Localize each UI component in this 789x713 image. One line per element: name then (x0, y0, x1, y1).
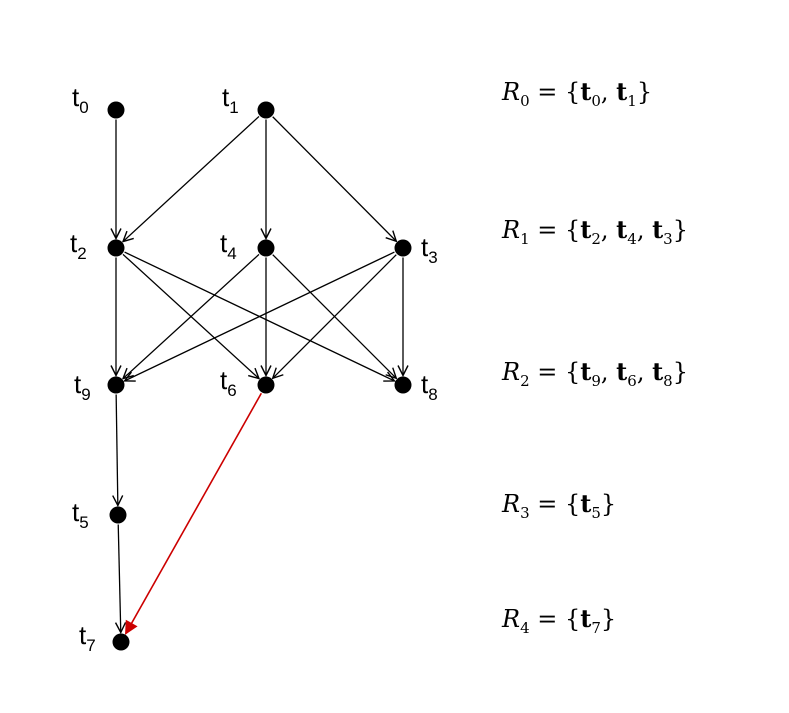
node-t5 (109, 506, 127, 524)
node-label-t2: t2 (70, 228, 87, 263)
edge-t4-t9 (123, 253, 260, 378)
node-t9 (107, 376, 125, 394)
node-t8 (394, 376, 412, 394)
edge-t1-t3 (272, 116, 397, 242)
node-label-t7: t7 (79, 620, 96, 655)
level-sets-layer: R0 = {t0, t1} R1 = {t2, t4, t3} R2 = {t9, … (501, 77, 688, 637)
node-label-t8: t8 (421, 369, 438, 404)
edge-t6-t7 (124, 392, 263, 633)
node-t7 (112, 633, 130, 651)
node-label-t9: t9 (74, 369, 91, 404)
node-label-t3: t3 (421, 232, 438, 267)
edge-t9-t5 (116, 394, 118, 505)
level-set-3: R3 = {t5} (501, 489, 616, 522)
node-label-t6: t6 (220, 365, 237, 400)
level-set-0: R0 = {t0, t1} (501, 77, 652, 110)
node-label-t5: t5 (72, 497, 89, 532)
node-t4 (257, 239, 275, 257)
node-t6 (257, 376, 275, 394)
node-t3 (394, 239, 412, 257)
node-t1 (257, 101, 275, 119)
node-labels-layer: t0 t1 t2 t4 t3 t9 t6 t8 t5 t7 (70, 82, 438, 655)
edge-t1-t2 (123, 115, 260, 241)
level-set-2: R2 = {t9, t6, t8} (501, 357, 688, 390)
node-t0 (107, 101, 125, 119)
node-t2 (107, 239, 125, 257)
edge-t3-t9 (125, 251, 395, 381)
level-set-4: R4 = {t7} (501, 604, 616, 637)
node-label-t0: t0 (72, 82, 89, 117)
edges-layer (116, 115, 403, 633)
node-label-t1: t1 (222, 82, 239, 117)
level-set-1: R1 = {t2, t4, t3} (501, 215, 688, 248)
edge-t3-t6 (273, 254, 397, 379)
node-label-t4: t4 (220, 228, 237, 263)
nodes-layer (107, 101, 412, 651)
edge-t5-t7 (118, 524, 121, 632)
